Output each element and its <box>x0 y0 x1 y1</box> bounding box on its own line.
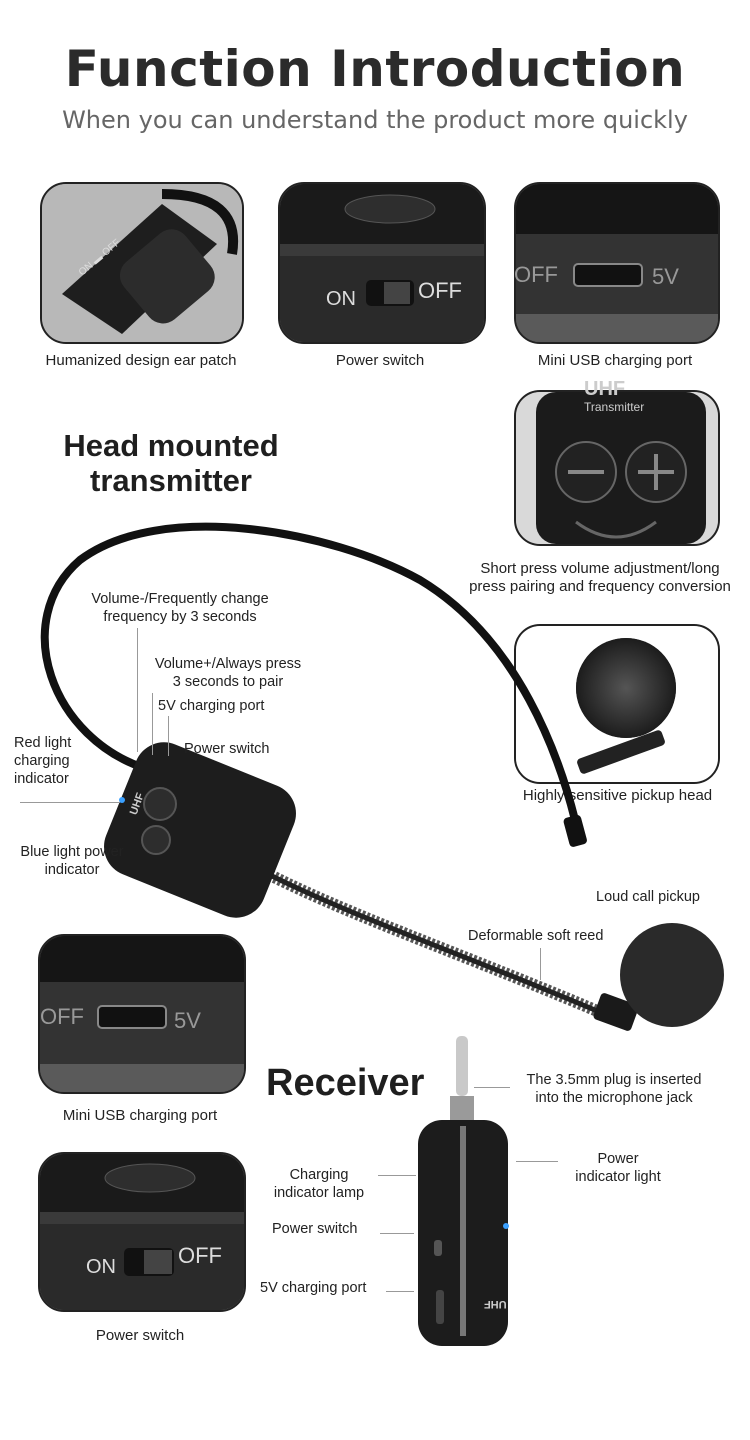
top-usb-volt-label: 5V <box>652 264 679 289</box>
plug-label-line1: The 3.5mm plug is inserted <box>526 1072 702 1088</box>
volume-plus-label-line1: Volume+/Always press <box>154 656 302 672</box>
page-title: Function Introduction <box>64 40 686 98</box>
volume-buttons-photo <box>514 390 720 546</box>
plug-leader <box>474 1087 510 1088</box>
bottom-usb-volt-label: 5V <box>174 1008 201 1033</box>
volume-minus-label-line1: Volume-/Frequently change <box>91 591 269 607</box>
transmitter-power-switch-label: Power switch <box>184 741 270 757</box>
power-light-label-line2: indicator light <box>575 1169 661 1185</box>
top-usb-off-label: OFF <box>514 262 558 287</box>
bottom-usb-off-label: OFF <box>40 1004 84 1029</box>
bottom-power-switch-photo <box>38 1152 246 1312</box>
page-subtitle: When you can understand the product more… <box>62 106 688 134</box>
receiver-illustration <box>418 1036 509 1346</box>
receiver-brand: UHF <box>484 1298 507 1310</box>
top-switch-off-label: OFF <box>418 278 462 303</box>
red-light-label-line1: Red light <box>14 735 72 751</box>
volume-plus-leader <box>152 693 153 755</box>
soft-reed-leader <box>540 948 541 980</box>
pickup-head-photo <box>514 624 720 784</box>
top-switch-on-label: ON <box>326 288 356 310</box>
blue-light-label-line1: Blue light power <box>20 844 124 860</box>
power-switch-photo <box>278 182 486 344</box>
volume-caption-line2: press pairing and frequency conversion <box>469 578 731 595</box>
bottom-switch-off-label: OFF <box>178 1243 222 1268</box>
soft-reed-label: Deformable soft reed <box>468 928 604 944</box>
volume-plus-label-line2: 3 seconds to pair <box>172 674 284 690</box>
blue-light-label-line2: indicator <box>44 862 100 878</box>
volume-caption-line1: Short press volume adjustment/long <box>480 560 720 577</box>
loud-call-label: Loud call pickup <box>596 889 700 905</box>
power-light-label-line1: Power <box>597 1151 639 1167</box>
charging-lamp-label-line1: Charging <box>289 1167 349 1183</box>
side-photo-brand: UHF <box>584 378 626 400</box>
side-photo-sub: Transmitter <box>584 400 645 414</box>
red-light-leader <box>20 802 120 803</box>
receiver-power-switch-label: Power switch <box>272 1221 358 1237</box>
top-photo-caption-1: Humanized design ear patch <box>45 352 237 369</box>
bottom-photo-caption-1: Mini USB charging port <box>62 1107 218 1124</box>
transmitter-heading-line2: transmitter <box>90 463 252 498</box>
volume-minus-label-line2: frequency by 3 seconds <box>103 609 257 625</box>
top-photo-caption-2: Power switch <box>335 352 425 369</box>
power-light-leader <box>516 1161 558 1162</box>
transmitter-headset-illustration <box>40 522 724 1031</box>
bottom-usb-photo <box>38 934 246 1094</box>
charging-port-leader <box>168 716 169 756</box>
bottom-photo-caption-2: Power switch <box>95 1327 185 1344</box>
red-light-label-line2: charging <box>14 753 70 769</box>
receiver-power-switch-leader <box>380 1233 414 1234</box>
receiver-heading: Receiver <box>266 1062 425 1104</box>
receiver-charging-port-leader <box>386 1291 414 1292</box>
volume-minus-leader <box>137 628 138 752</box>
charging-lamp-label-line2: indicator lamp <box>273 1185 365 1201</box>
top-photo-caption-3: Mini USB charging port <box>537 352 693 369</box>
transmitter-heading-line1: Head mounted <box>63 428 279 463</box>
red-light-label-line3: indicator <box>14 771 69 787</box>
usb-port-photo <box>514 182 720 344</box>
bottom-switch-on-label: ON <box>86 1256 116 1278</box>
receiver-charging-port-label: 5V charging port <box>260 1280 367 1296</box>
ear-patch-photo: ON ▬ OFF <box>40 182 244 344</box>
charging-port-label: 5V charging port <box>158 698 265 714</box>
plug-label-line2: into the microphone jack <box>535 1090 693 1106</box>
charging-lamp-leader <box>378 1175 416 1176</box>
